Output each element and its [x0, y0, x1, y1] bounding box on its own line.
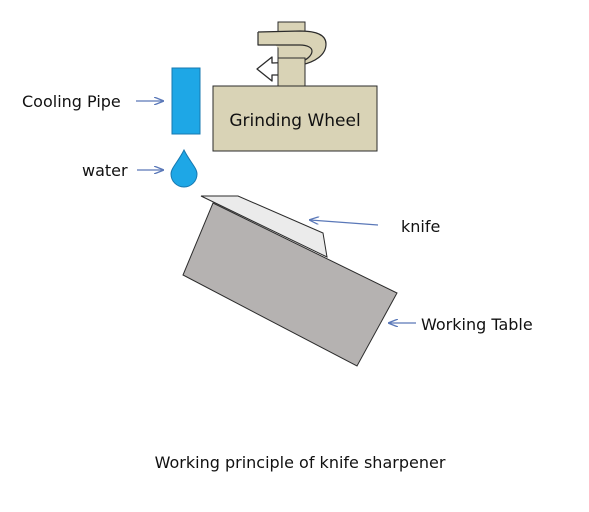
- knife-pointer-arrow: [310, 220, 379, 226]
- working-table: [182, 202, 398, 367]
- wheel-shaft-front: [277, 57, 306, 87]
- knife-label: knife: [401, 217, 440, 236]
- water-drop-icon: [170, 148, 198, 188]
- grinding-wheel: [212, 85, 378, 152]
- water-label: water: [82, 161, 128, 180]
- cooling-pipe: [171, 67, 201, 135]
- grinding-wheel-label: Grinding Wheel: [229, 111, 360, 131]
- cooling-pipe-label: Cooling Pipe: [22, 92, 121, 111]
- working-table-label: Working Table: [421, 315, 533, 334]
- diagram-caption: Working principle of knife sharpener: [155, 453, 446, 472]
- knife-blade: [200, 195, 328, 258]
